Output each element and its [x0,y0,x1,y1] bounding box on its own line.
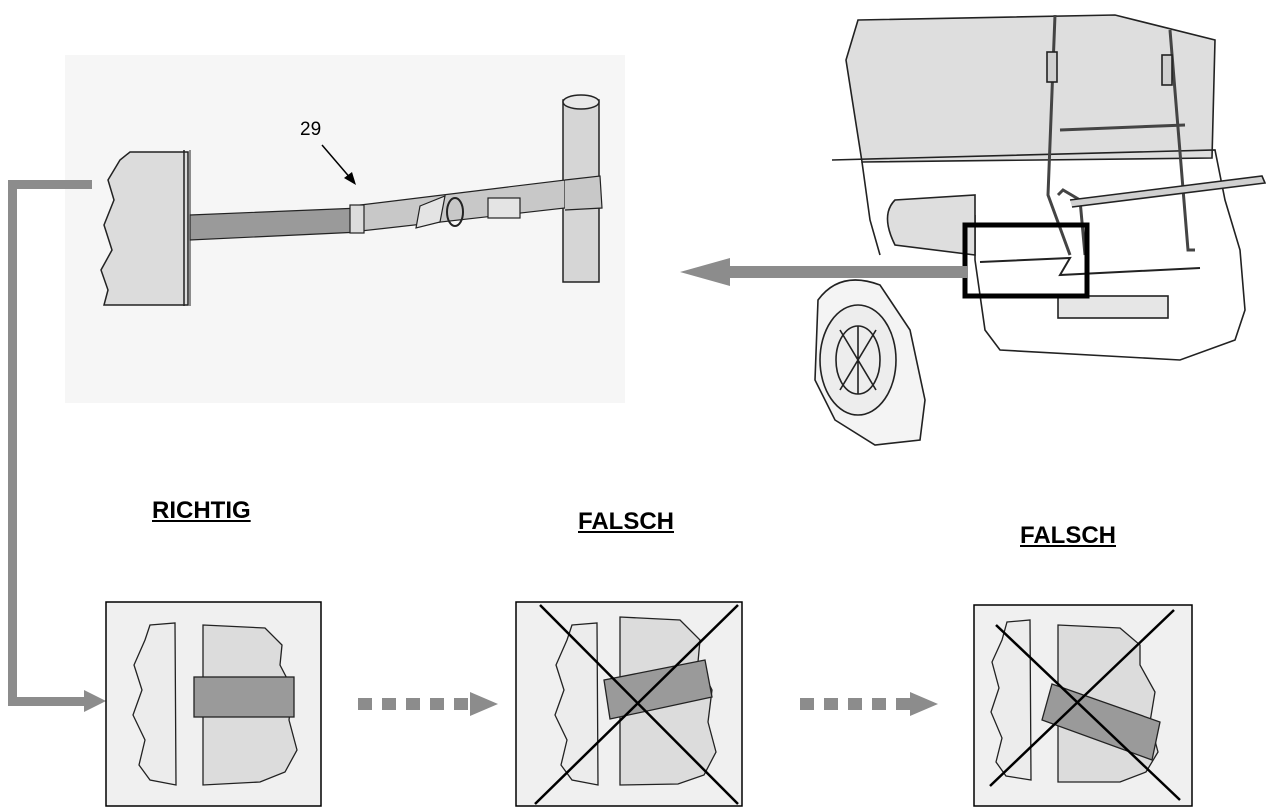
highlight-box [962,222,1090,299]
cross-mark-icon [534,604,739,805]
panel-wrong-1 [515,601,743,807]
panel-correct [105,601,322,807]
detail-view [65,55,625,403]
panel-wrong-2 [973,604,1193,807]
connector-arrow-left [680,258,968,286]
part-number-label: 29 [300,119,321,140]
cross-mark-icon [989,609,1181,801]
dashed-arrow-2 [800,692,938,716]
dashed-arrow-1 [358,692,498,716]
connector-arrow-down [8,180,106,712]
label-wrong-2: FALSCH [1020,522,1116,549]
car-illustration [814,14,1266,446]
label-wrong-1: FALSCH [578,508,674,535]
label-correct: RICHTIG [152,497,251,524]
